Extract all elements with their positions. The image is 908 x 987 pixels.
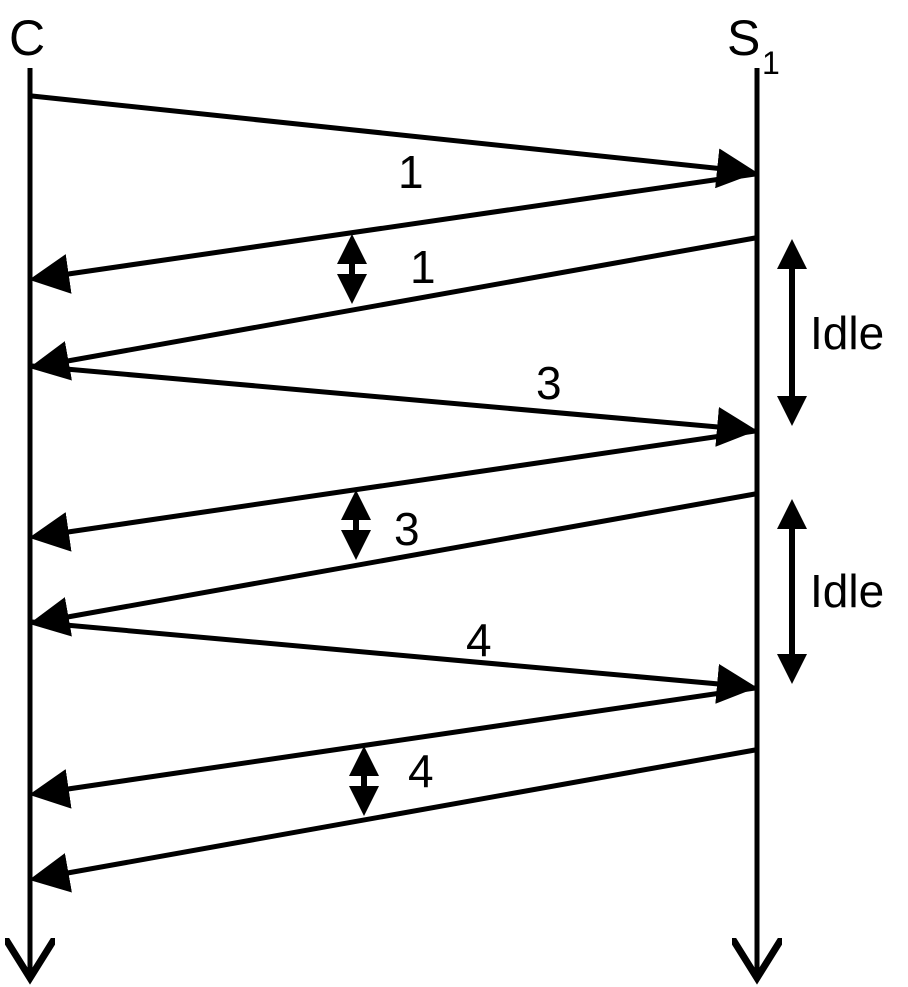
message-1-request-label: 1 [398,146,424,198]
idle-period-1-label: Idle [810,307,884,359]
message-4-request-label: 4 [466,614,492,666]
server-label-subscript: 1 [762,45,780,81]
message-3-response-label: 3 [394,503,420,555]
message-3-response-start-arrow [29,428,756,552]
message-1-response-label: 1 [410,241,436,293]
message-1-request-arrow [31,93,757,189]
server-label: S [727,10,760,66]
message-1-response-end-arrow [29,235,756,381]
message-4-response-end-arrow [29,747,756,893]
client-label: C [9,10,45,66]
idle-period-2-label: Idle [810,565,884,617]
message-4-request-arrow [31,619,757,704]
message-3-request-label: 3 [536,357,562,409]
message-3-request-arrow [31,363,757,447]
message-3-response-end-arrow [29,491,756,637]
message-4-response-start-arrow [29,685,756,809]
message-1-response-start-arrow [29,171,756,294]
message-4-response-label: 4 [408,745,434,797]
